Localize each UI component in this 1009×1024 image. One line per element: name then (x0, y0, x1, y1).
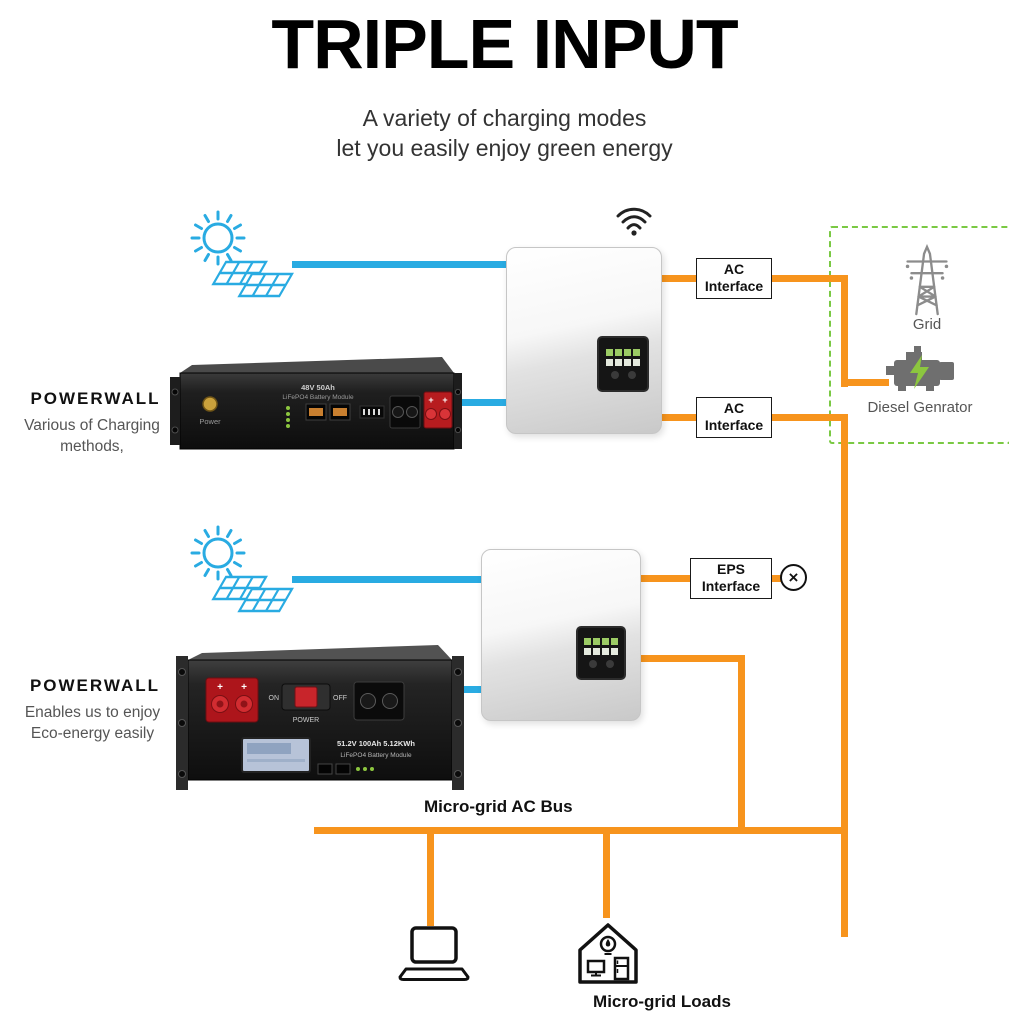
ac-interface-1-line2: Interface (704, 278, 764, 294)
wire-inverter1-to-ac2 (656, 414, 698, 421)
powerwall-2-title: POWERWALL (29, 676, 161, 695)
wifi-icon (616, 207, 652, 236)
page-title: TRIPLE INPUT (271, 5, 738, 83)
battery-2-on-label: ON (269, 695, 280, 702)
disconnect-x-icon: × (780, 564, 807, 591)
wire-battery2-to-inverter2 (455, 686, 485, 693)
subtitle-line-2: let you easily enjoy green energy (336, 135, 673, 161)
microgrid-bus-label: Micro-grid AC Bus (424, 797, 573, 816)
microgrid-loads-label: Micro-grid Loads (593, 992, 731, 1011)
wire-right-vertical-to-bus (841, 414, 848, 937)
backup-sources-dashed-box (829, 226, 1009, 444)
wire-inverter1-to-ac1 (656, 275, 698, 282)
wire-inverter2-to-eps (635, 575, 691, 582)
house-loads-icon (578, 923, 638, 984)
wire-eps-to-x (772, 575, 784, 582)
inverter-2 (481, 549, 641, 721)
display-segments (584, 638, 618, 645)
ac-interface-1-box: AC Interface (696, 258, 772, 299)
wire-inverter2-to-bus (738, 655, 745, 834)
display-segments (584, 648, 618, 655)
battery-2-negative-terminal (353, 681, 405, 721)
diesel-generator-icon (886, 346, 954, 391)
grid-label: Grid (912, 316, 942, 333)
wire-microgrid-bus (314, 827, 848, 834)
ac-interface-2-box: AC Interface (696, 397, 772, 438)
display-buttons (610, 371, 636, 379)
diesel-label: Diesel Genrator (867, 399, 973, 416)
ac-interface-2-line1: AC (723, 400, 745, 416)
eps-interface-box: EPS Interface (690, 558, 772, 599)
monitor-icon (586, 959, 606, 974)
wire-bus-to-laptop (427, 827, 434, 926)
inverter-1 (506, 247, 662, 434)
battery-2-off-label: OFF (333, 695, 347, 702)
eps-interface-line1: EPS (716, 561, 745, 577)
powerwall-1-desc: Various of Charging methods, (2, 415, 182, 457)
powerwall-2-desc-line1: Enables us to enjoy (24, 704, 161, 721)
plus-mark: + (428, 395, 433, 405)
wire-ac1-to-backup (772, 275, 846, 282)
plus-mark: + (241, 682, 247, 693)
powerwall-2-desc-line2: Eco-energy easily (30, 725, 155, 742)
battery-2-port (335, 763, 351, 775)
x-mark: × (788, 568, 799, 587)
ac-interface-1-line1: AC (723, 261, 745, 277)
battery-rack-1: Power 48V 50Ah LiFePO4 Battery Module + … (170, 357, 462, 450)
battery-1-model-line2: LiFePO4 Battery Module (282, 394, 354, 401)
battery-1-negative-terminal (389, 395, 421, 429)
powerwall-2-desc: Enables us to enjoy Eco-energy easily (0, 702, 185, 744)
wire-battery1-to-inverter1 (450, 399, 508, 406)
powerwall-1-desc-line2: methods, (60, 438, 124, 455)
wire-solar2-to-inverter2 (292, 576, 484, 583)
subtitle-line-1: A variety of charging modes (362, 105, 647, 131)
battery-2-model-line1: 51.2V 100Ah 5.12KWh (337, 739, 415, 748)
wire-inverter2-out (635, 655, 745, 662)
laptop-icon (398, 926, 470, 981)
battery-2-power-label: POWER (293, 717, 319, 724)
wire-ac2-right (772, 414, 843, 421)
inverter-2-display (576, 626, 626, 680)
wire-bus-to-house (603, 827, 610, 918)
battery-2-model-line2: LiFePO4 Battery Module (340, 752, 412, 759)
battery-1-model-line1: 48V 50Ah (301, 383, 335, 392)
powerwall-1-title: POWERWALL (30, 389, 161, 408)
battery-rack-2: + + ON OFF POWER 51.2V 100Ah 5.12KWh LiF… (176, 645, 464, 790)
inverter-1-display (597, 336, 649, 392)
wire-to-diesel (841, 379, 889, 386)
power-button (202, 396, 218, 412)
display-segments (606, 359, 640, 366)
sun-solar-icon-1 (190, 210, 294, 298)
ac-interface-2-line2: Interface (704, 417, 764, 433)
plus-mark: + (217, 682, 223, 693)
powerwall-1-desc-line1: Various of Charging (24, 417, 160, 434)
plus-mark: + (442, 395, 447, 405)
battery-1-power-label: Power (199, 417, 221, 426)
wire-solar1-to-inverter1 (292, 261, 508, 268)
display-buttons (588, 660, 614, 668)
wire-backup-vertical (841, 275, 848, 387)
grid-tower-icon (905, 244, 949, 316)
battery-2-port (317, 763, 333, 775)
sun-solar-icon-2 (190, 525, 294, 613)
eps-interface-line2: Interface (701, 578, 761, 594)
display-segments (606, 349, 640, 356)
